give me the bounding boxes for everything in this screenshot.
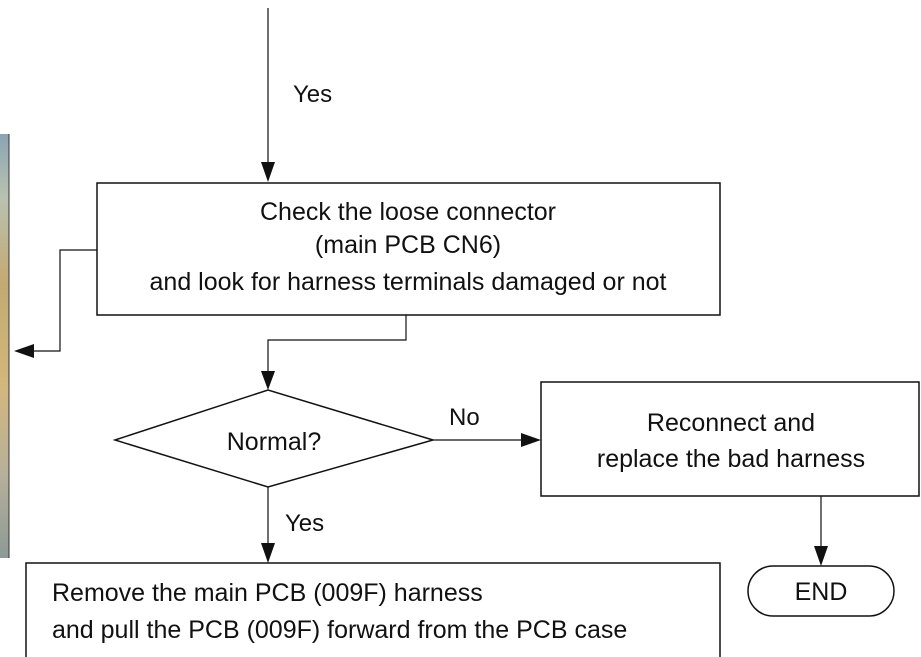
check-box-line-1: Check the loose connector [260, 198, 556, 226]
no-label: No [449, 404, 480, 431]
remove-line-1: Remove the main PCB (009F) harness [52, 579, 483, 607]
left-photo-strip [0, 134, 10, 558]
remove-line-2: and pull the PCB (009F) forward from the… [52, 616, 627, 644]
normal-decision-diamond: Normal? [112, 389, 436, 488]
top-incoming-arrow [261, 8, 275, 182]
check-box-line-3: and look for harness terminals damaged o… [150, 268, 667, 296]
check-box-line-2: (main PCB CN6) [315, 231, 501, 259]
check-connector-box: Check the loose connector (main PCB CN6)… [96, 182, 721, 316]
no-branch-arrow [433, 433, 541, 447]
decision-label: Normal? [227, 428, 321, 456]
end-terminal: END [747, 565, 895, 617]
box-to-decision-arrow [261, 315, 407, 390]
top-yes-label: Yes [293, 81, 332, 108]
reconnect-line-2: replace the bad harness [597, 445, 865, 473]
yes-branch-arrow [261, 487, 275, 563]
reconnect-box: Reconnect and replace the bad harness [540, 381, 920, 497]
end-label: END [795, 578, 848, 606]
bottom-yes-label: Yes [285, 510, 324, 537]
remove-pcb-box: Remove the main PCB (009F) harness and p… [25, 562, 721, 657]
reconnect-line-1: Reconnect and [647, 409, 815, 437]
left-return-arrow [14, 249, 97, 358]
reconnect-to-end-arrow [814, 496, 828, 566]
